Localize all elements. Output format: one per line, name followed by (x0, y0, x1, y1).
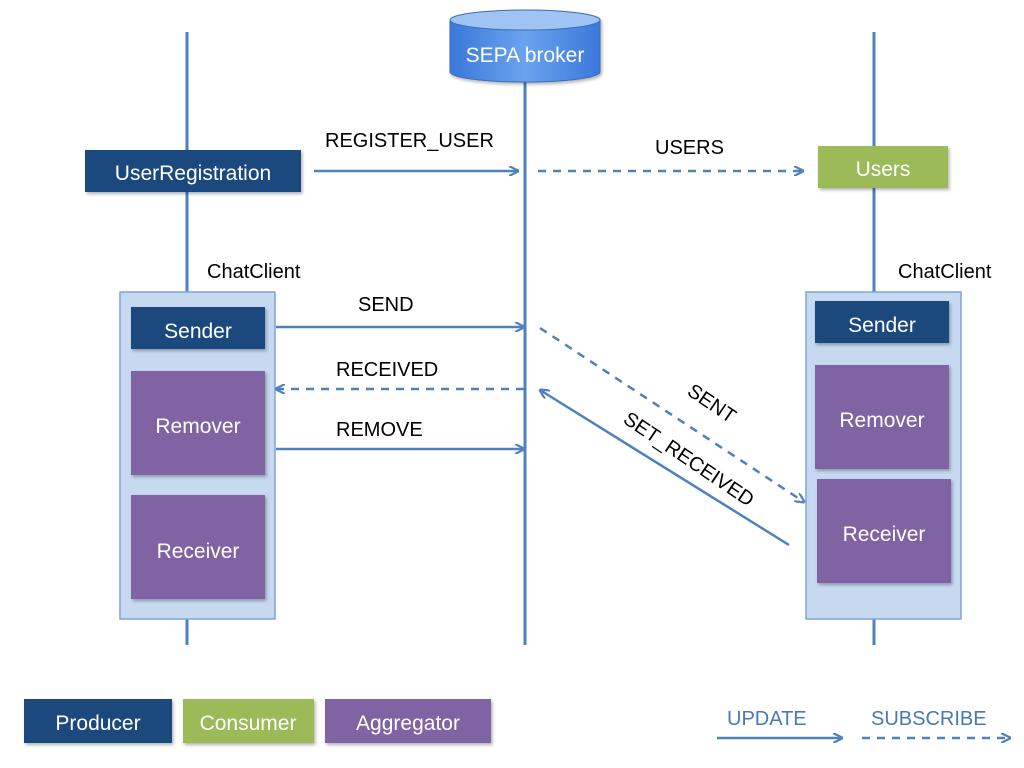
legend-producer-box (24, 699, 172, 743)
left-remover-label: Remover (155, 415, 240, 438)
register-user-label: REGISTER_USER (325, 130, 494, 152)
legend-aggregator-box (325, 699, 491, 743)
legend-producer-label: Producer (55, 712, 140, 735)
right-sender-box (815, 301, 949, 343)
legend-aggregator-label: Aggregator (356, 712, 460, 735)
legend-subscribe-label: SUBSCRIBE (871, 708, 987, 730)
left-receiver-box (131, 495, 265, 599)
user-registration-label: UserRegistration (115, 162, 271, 185)
user-registration-box (85, 150, 301, 192)
left-sender-box (131, 307, 265, 349)
send-label: SEND (358, 294, 414, 316)
sent-label: SENT (683, 380, 740, 428)
left-chatclient-label: ChatClient (207, 261, 301, 283)
left-sender-label: Sender (164, 320, 232, 343)
received-label: RECEIVED (336, 359, 438, 381)
right-receiver-label: Receiver (843, 523, 926, 546)
left-remover-box (131, 371, 265, 475)
set-received-label: SET_RECEIVED (619, 408, 758, 511)
left-receiver-label: Receiver (157, 540, 240, 563)
sepa-broker-label: SEPA broker (466, 44, 585, 67)
right-remover-label: Remover (839, 409, 924, 432)
sepa-broker-node (449, 9, 601, 83)
right-remover-box (815, 365, 949, 469)
users-box (818, 146, 948, 188)
legend-consumer-box (183, 699, 314, 743)
legend-update-label: UPDATE (727, 708, 807, 730)
right-sender-label: Sender (848, 314, 916, 337)
right-chatclient-label: ChatClient (898, 261, 992, 283)
users-label: Users (856, 158, 911, 181)
legend-consumer-label: Consumer (200, 712, 297, 735)
sent-arrow (539, 326, 804, 502)
right-receiver-box (817, 479, 951, 583)
users-message-label: USERS (655, 137, 724, 159)
set-received-arrow (540, 390, 790, 547)
remove-label: REMOVE (336, 419, 423, 441)
